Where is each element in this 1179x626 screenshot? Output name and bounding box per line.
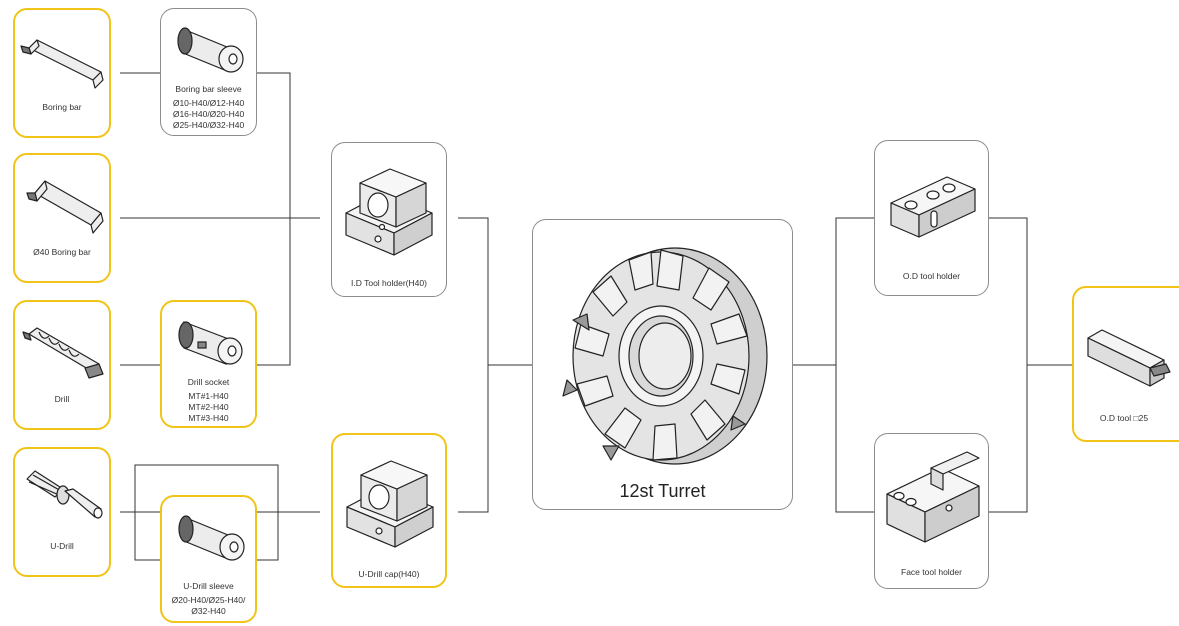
face-tool-holder-icon [886,451,980,543]
node-drill: Drill [13,300,111,430]
u-drill-label: U-Drill [50,541,74,551]
node-drill-socket: Drill socket MT#1-H40 MT#2-H40 MT#3-H40 [160,300,257,428]
od-tool-holder-icon [890,176,976,238]
node-boring-bar-sleeve: Boring bar sleeve Ø10-H40/Ø12-H40 Ø16-H4… [160,8,257,136]
line-udrill-loop [120,464,279,561]
line-holders-to-turret [458,217,489,513]
boring-bar-icon [20,39,104,89]
node-turret: 12st Turret [532,219,793,510]
turret-label: 12st Turret [619,481,706,501]
boring-bar-40-label: Ø40 Boring bar [33,247,91,257]
face-tool-holder-label: Face tool holder [901,567,962,577]
line-sleeve-to-bus [257,72,291,366]
boring-bar-sleeve-spec: Ø10-H40/Ø12-H40 [172,98,245,108]
drill-socket-icon [178,321,243,365]
boring-bar-40-icon [26,180,104,234]
boring-bar-sleeve-label: Boring bar sleeve [175,84,242,94]
drill-socket-label: Drill socket [187,377,230,387]
boring-bar-sleeve-spec: Ø16-H40/Ø20-H40 [172,109,245,119]
node-od-tool-holder: O.D tool holder [874,140,989,296]
od-tool-icon [1087,329,1171,387]
node-u-drill-sleeve: U-Drill sleeve Ø20-H40/Ø25-H40/ Ø32-H40 [160,495,257,623]
drill-icon [22,327,104,379]
node-id-tool-holder: I.D Tool holder(H40) [331,142,447,297]
id-tool-holder-icon [345,168,433,256]
od-tool-label: O.D tool □25 [1099,413,1149,423]
drill-socket-spec: MT#1-H40 [188,391,229,401]
u-drill-sleeve-label: U-Drill sleeve [183,581,234,591]
drill-socket-spec: MT#2-H40 [188,402,229,412]
boring-bar-sleeve-spec: Ø25-H40/Ø32-H40 [172,120,245,130]
u-drill-sleeve-spec: Ø32-H40 [191,606,226,616]
id-tool-holder-label: I.D Tool holder(H40) [351,278,427,288]
u-drill-sleeve-spec: Ø20-H40/Ø25-H40/ [171,595,246,605]
turret-icon [562,247,768,465]
u-drill-icon [26,470,103,519]
line-od-bus [989,217,1028,513]
node-od-tool: O.D tool □25 [1072,286,1179,442]
u-drill-cap-icon [346,460,434,548]
u-drill-sleeve-icon [178,515,245,561]
node-face-tool-holder: Face tool holder [874,433,989,589]
node-u-drill-cap: U-Drill cap(H40) [331,433,447,588]
drill-socket-spec: MT#3-H40 [188,413,229,423]
node-boring-bar: Boring bar [13,8,111,138]
node-u-drill: U-Drill [13,447,111,577]
drill-label: Drill [54,394,70,404]
od-tool-holder-label: O.D tool holder [902,271,961,281]
u-drill-cap-label: U-Drill cap(H40) [358,569,420,579]
line-loop-left [134,512,160,561]
sleeve-icon [177,27,244,73]
boring-bar-label: Boring bar [42,102,82,112]
node-boring-bar-40: Ø40 Boring bar [13,153,111,283]
line-right-bus [835,217,874,513]
